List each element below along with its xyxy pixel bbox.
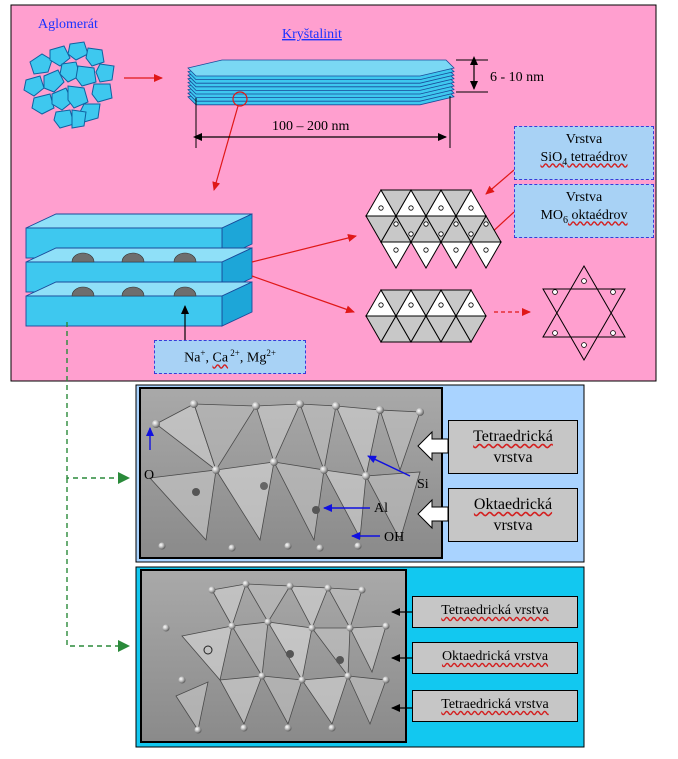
- tetra-triangle-row: [365, 288, 487, 344]
- label-al: Al: [374, 501, 388, 516]
- arrow-si-atom: [367, 455, 411, 477]
- label-oh: OH: [384, 530, 404, 545]
- okta-box-line1: Vrstva: [565, 190, 603, 205]
- panel1-tetra-label-box: Tetraedrická vrstva: [448, 420, 578, 474]
- arrow-zoom-to-layers: [212, 105, 239, 191]
- aglomerat-cluster: [23, 41, 115, 129]
- zoom-circle: [232, 91, 248, 107]
- aglomerat-label: Aglomerát: [38, 17, 98, 32]
- panel1-tetra-line1: Tetraedrická: [473, 428, 553, 445]
- crystal-plate: [187, 59, 455, 77]
- panel1-tetra-line2: vrstva: [493, 448, 533, 466]
- krystalinit-stack: [187, 59, 455, 106]
- panel1-okta-label-box: Oktaedrická vrstva: [448, 488, 578, 542]
- tetra-layer-box: Vrstva SiO4 tetraédrov: [514, 126, 654, 180]
- arrow-box-to-tetra: [485, 169, 515, 195]
- panel2-tetra-bottom-box: Tetraedrická vrstva: [412, 690, 578, 722]
- clay-layers-stack: [25, 213, 253, 327]
- label-si: Si: [417, 477, 429, 492]
- okta-box-line2: MO6 oktaédrov: [540, 207, 628, 226]
- thickness-label: 6 - 10 nm: [490, 70, 544, 85]
- hexagram-symbol: [542, 265, 626, 361]
- tetra-octa-dots: [378, 205, 489, 253]
- krystalinit-label: Kryštalinit: [282, 27, 342, 42]
- panel1-crystal-model: [149, 403, 421, 542]
- interlayer-cations: [71, 252, 197, 297]
- arrow-layers-to-tetra-row: [251, 275, 355, 314]
- panel2-okta-box: Oktaedrická vrstva: [412, 642, 578, 674]
- panel2-crystal-model: [175, 583, 387, 732]
- cations-box: Na+, Ca 2+, Mg2+: [154, 340, 306, 374]
- okta-layer-box: Vrstva MO6 oktaédrov: [514, 184, 654, 238]
- tetra-octa-triangle-pattern: [365, 188, 502, 270]
- panel2-image-frame: [140, 569, 407, 743]
- panel1-okta-line1: Oktaedrická: [473, 496, 553, 513]
- tetra-row-dots: [378, 302, 474, 308]
- panel2-atoms: [162, 580, 390, 734]
- arrow-layers-to-tetra-octa: [251, 234, 357, 263]
- panel2-tetra-top-box: Tetraedrická vrstva: [412, 596, 578, 628]
- label-o: O: [144, 468, 154, 483]
- tetra-box-line2: SiO4 tetraédrov: [540, 149, 628, 168]
- hexagram-dots: [552, 278, 616, 348]
- panel1-okta-line2: vrstva: [493, 516, 533, 534]
- width-label: 100 – 200 nm: [272, 119, 350, 134]
- tetra-box-line1: Vrstva: [565, 132, 603, 147]
- green-connector-panel2: [66, 478, 130, 652]
- panel1-atoms: [152, 400, 424, 552]
